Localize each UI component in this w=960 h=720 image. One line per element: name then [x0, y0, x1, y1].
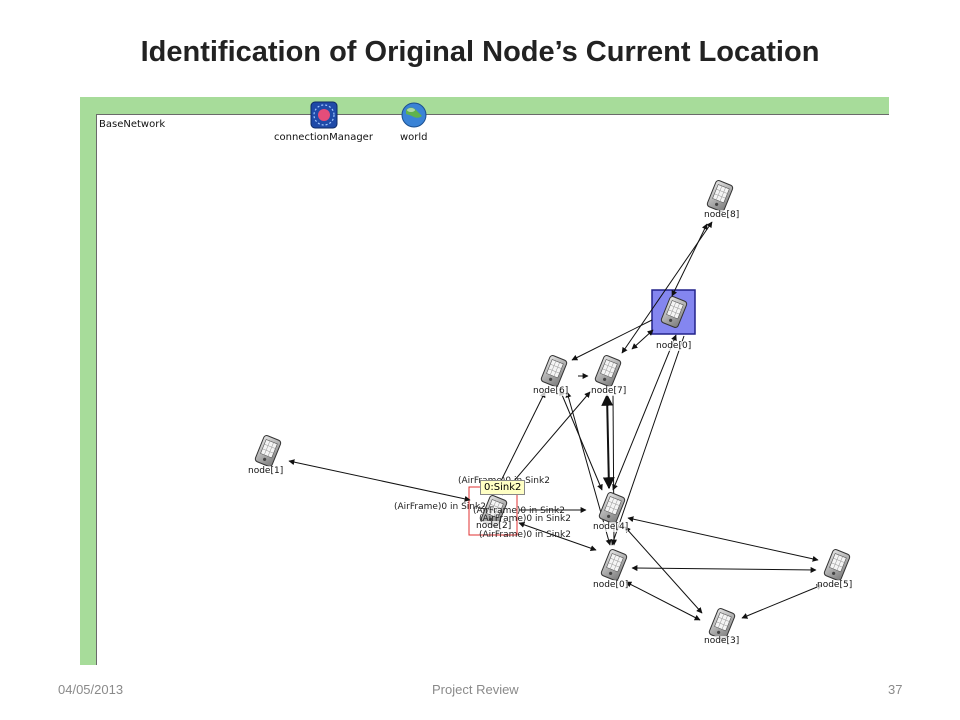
node-1-icon[interactable]	[253, 434, 283, 468]
globe-icon[interactable]	[401, 102, 427, 128]
link-n0-n3	[625, 581, 701, 621]
node-4-icon[interactable]	[597, 491, 627, 525]
link-n8-n0sel	[671, 223, 708, 297]
link-n0sel-n0	[610, 335, 685, 546]
slide-title: Identification of Original Node’s Curren…	[140, 36, 820, 68]
node-8-label: node[8]	[704, 210, 740, 220]
link-n7-n4	[601, 393, 615, 490]
node-2-label: node[2]	[476, 521, 512, 531]
link-n2-n0	[518, 521, 597, 552]
node-6-icon[interactable]	[539, 354, 569, 388]
link-n4-n3	[624, 526, 703, 614]
footer-date: 04/05/2013	[58, 682, 124, 697]
node-5-label: node[5]	[817, 580, 853, 590]
link-n5-n3	[741, 584, 823, 619]
message-label: (AirFrame)0 in Sink2	[394, 502, 486, 512]
connection-manager-icon[interactable]	[310, 101, 338, 129]
tooltip: 0:Sink2	[480, 480, 526, 495]
link-n4-n5	[627, 516, 819, 562]
connection-manager-label: connectionManager	[274, 132, 373, 143]
node-7-icon[interactable]	[593, 354, 623, 388]
node-0-label: node[0]	[593, 580, 629, 590]
node-8-icon[interactable]	[705, 179, 735, 213]
node-3-label: node[3]	[704, 636, 740, 646]
message-label: (AirFrame)0 in Sink2	[473, 506, 565, 516]
link-n2-n7	[501, 391, 591, 496]
link-n0sel-n4	[612, 334, 677, 491]
node-6-label: node[6]	[533, 386, 569, 396]
link-n0sel-n6	[571, 319, 653, 361]
footer-center-text: Project Review	[432, 682, 519, 697]
node-5-icon[interactable]	[822, 548, 852, 582]
node-7-label: node[7]	[591, 386, 627, 396]
node-0-icon[interactable]	[599, 548, 629, 582]
node-4-label: node[4]	[593, 522, 629, 532]
link-n2-n1	[288, 459, 471, 502]
network-name: BaseNetwork	[99, 119, 166, 130]
link-n0-n5	[631, 565, 817, 573]
link-n2-n6	[494, 391, 546, 494]
message-label: (AirFrame)0 in Sink2	[479, 530, 571, 540]
link-n0sel-n7	[631, 329, 654, 350]
network-canvas[interactable]	[96, 114, 889, 665]
node-0-selected-label: node[0]	[656, 341, 692, 351]
node-1-label: node[1]	[248, 466, 284, 476]
message-label: (AirFrame)0 in Sink2	[479, 514, 571, 524]
world-label: world	[400, 132, 428, 143]
page-number: 37	[888, 682, 903, 697]
